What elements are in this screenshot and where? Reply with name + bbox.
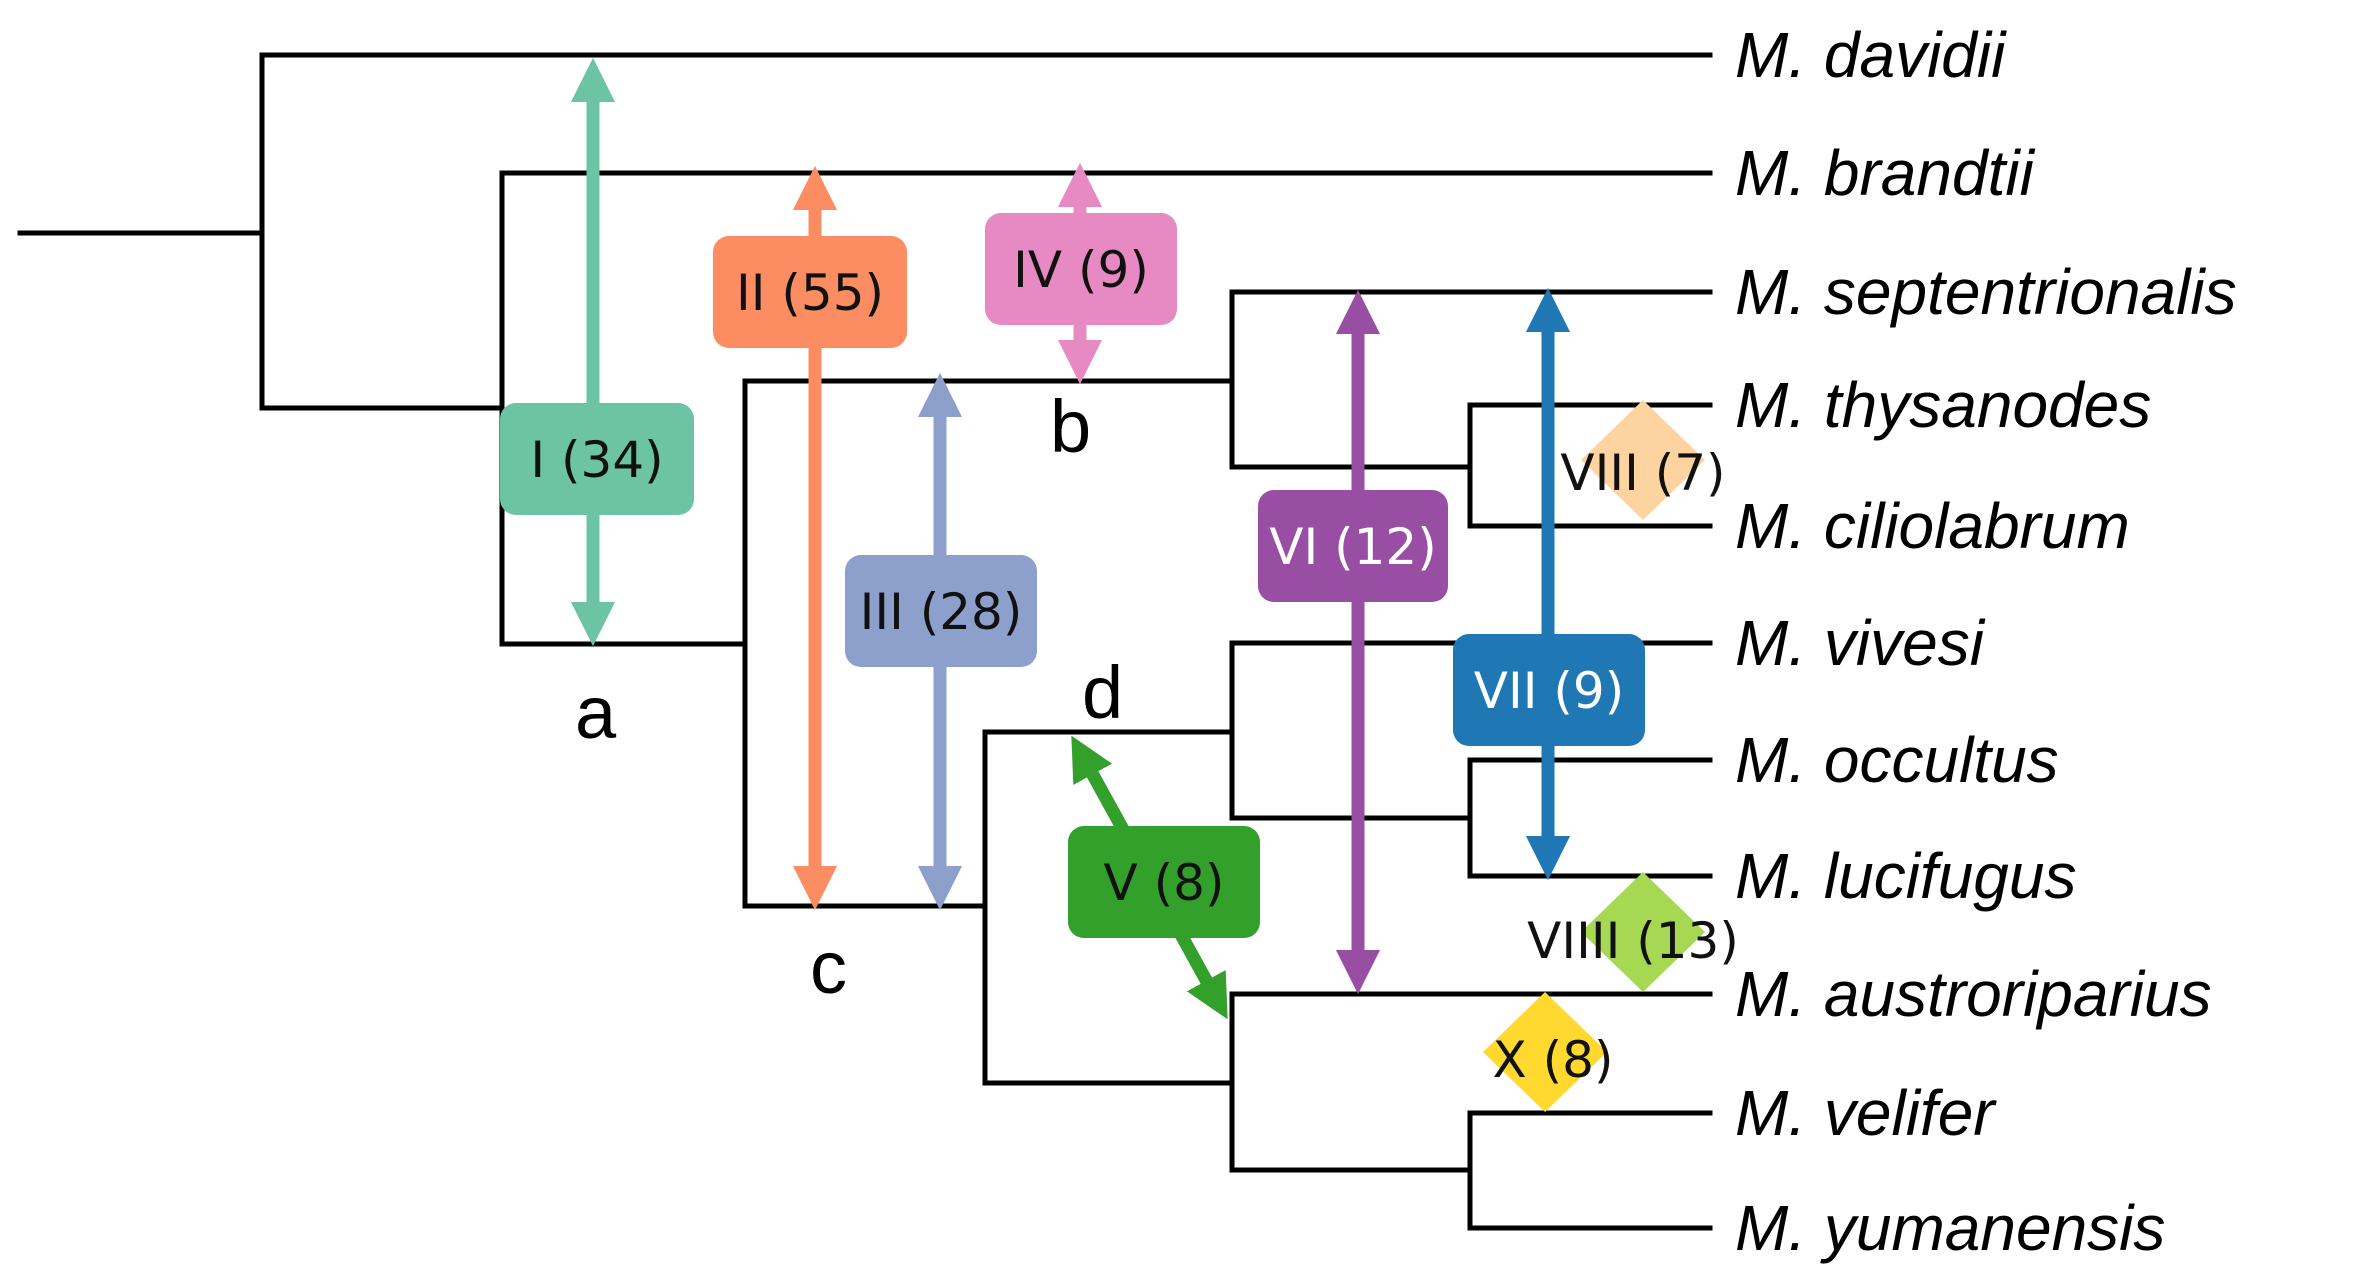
event-box-VII	[1453, 634, 1645, 746]
diamond-VIII	[1581, 400, 1705, 520]
node-label-b: b	[1050, 385, 1091, 468]
event-label-I: I (34)	[530, 431, 663, 489]
event-label-VIIII: VIIII (13)	[1527, 912, 1739, 970]
taxon-austroriparius: M. austroriparius	[1735, 958, 2212, 1030]
taxon-brandtii: M. brandtii	[1735, 137, 2036, 209]
node-label-a: a	[575, 671, 617, 754]
node-label-d: d	[1082, 651, 1123, 734]
event-label-boxes	[500, 213, 1645, 938]
taxon-vivesi: M. vivesi	[1735, 607, 1986, 679]
taxon-thysanodes: M. thysanodes	[1735, 369, 2151, 441]
taxon-yumanensis: M. yumanensis	[1735, 1192, 2165, 1264]
diamond-X	[1483, 992, 1607, 1112]
event-box-IV	[985, 213, 1177, 325]
event-label-VIII: VIII (7)	[1560, 444, 1725, 502]
event-box-VI	[1258, 490, 1448, 602]
event-box-I	[500, 403, 694, 515]
event-box-II	[713, 236, 907, 348]
taxon-occultus: M. occultus	[1735, 724, 2059, 796]
taxon-labels: M. davidii M. brandtii M. septentrionali…	[1735, 19, 2237, 1264]
event-label-V: V (8)	[1104, 854, 1225, 912]
taxon-davidii: M. davidii	[1735, 19, 2007, 91]
taxon-velifer: M. velifer	[1735, 1077, 1997, 1149]
event-labels: I (34) II (55) III (28) IV (9) V (8) VI …	[530, 241, 1739, 1089]
event-label-X: X (8)	[1493, 1031, 1614, 1089]
event-label-IV: IV (9)	[1013, 241, 1149, 299]
node-labels: a b c d	[575, 385, 1123, 1009]
event-box-III	[845, 555, 1037, 667]
taxon-septentrionalis: M. septentrionalis	[1735, 256, 2237, 328]
event-box-V	[1068, 826, 1260, 938]
event-label-VII: VII (9)	[1474, 662, 1624, 720]
event-diamonds	[1483, 400, 1705, 1112]
event-label-II: II (55)	[736, 264, 884, 322]
taxon-ciliolabrum: M. ciliolabrum	[1735, 490, 2130, 562]
node-label-c: c	[810, 926, 847, 1009]
taxon-lucifugus: M. lucifugus	[1735, 840, 2076, 912]
diamond-VIIII	[1581, 872, 1705, 992]
event-label-VI: VI (12)	[1269, 518, 1436, 576]
event-label-III: III (28)	[860, 583, 1023, 641]
